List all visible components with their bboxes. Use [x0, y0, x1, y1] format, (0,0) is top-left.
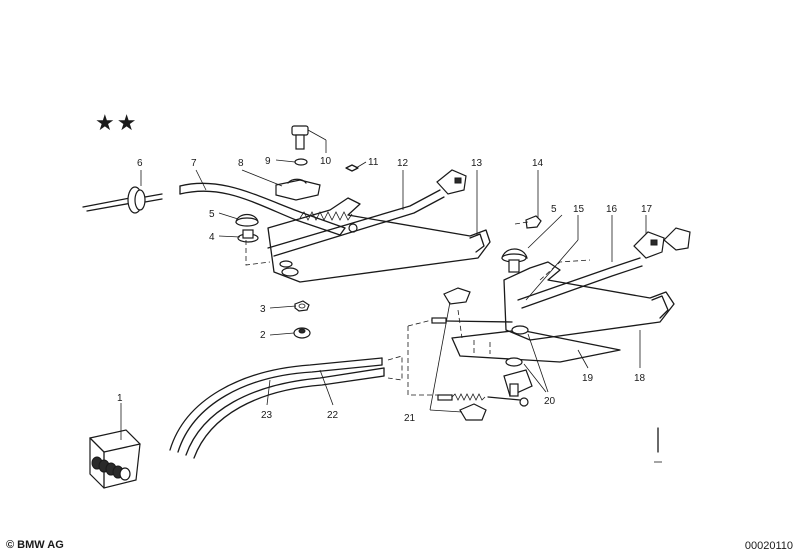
part-22-cable-inner — [185, 367, 385, 459]
label-5-right: 5 — [551, 204, 557, 215]
part-21-cable-rod-lower — [437, 393, 529, 421]
part-9-washer — [294, 158, 308, 166]
label-2: 2 — [260, 330, 266, 341]
label-7: 7 — [191, 158, 197, 169]
part-2-bushing — [293, 327, 311, 339]
label-10: 10 — [320, 156, 332, 167]
label-14: 14 — [532, 158, 544, 169]
label-5-left: 5 — [209, 209, 215, 220]
leader-lines — [120, 129, 647, 440]
part-17-cable-end-right — [663, 227, 691, 251]
part-23-cable-outer — [169, 357, 383, 453]
part-21-cable-rod-upper — [431, 287, 513, 324]
diagram-reference-number: 00020110 — [744, 540, 793, 552]
part-5-knob-left — [235, 213, 259, 227]
label-15: 15 — [573, 204, 585, 215]
copyright-notice: © BMW AG — [6, 539, 64, 551]
label-17: 17 — [641, 204, 653, 215]
part-18-lever-plate — [503, 261, 675, 341]
small-mark — [654, 427, 662, 463]
label-19: 19 — [582, 373, 594, 384]
label-9: 9 — [265, 156, 271, 167]
part-16-lever-rod — [517, 231, 665, 309]
part-13-lever-plate — [267, 197, 491, 283]
part-6-grommet — [82, 186, 163, 214]
label-3: 3 — [260, 304, 266, 315]
part-11-clip — [345, 164, 359, 172]
part-3-nut — [294, 300, 310, 312]
label-12: 12 — [397, 158, 409, 169]
label-22: 22 — [327, 410, 339, 421]
label-4: 4 — [209, 232, 215, 243]
label-1: 1 — [117, 393, 123, 404]
label-11: 11 — [368, 157, 379, 168]
part-1-connector — [89, 429, 141, 489]
part-12-lever-rod — [267, 169, 467, 257]
label-23: 23 — [261, 410, 273, 421]
label-13: 13 — [471, 158, 483, 169]
label-20: 20 — [544, 396, 556, 407]
label-6: 6 — [137, 158, 143, 169]
part-8-clamp — [275, 178, 321, 201]
part-4-pin-left — [237, 229, 259, 243]
label-18: 18 — [634, 373, 646, 384]
part-number-labels: 1 2 3 4 5 5 6 7 8 9 10 11 12 13 14 15 16… — [117, 156, 653, 424]
label-16: 16 — [606, 204, 618, 215]
label-21: 21 — [404, 413, 416, 424]
part-14-screw — [514, 215, 542, 229]
part-5-knob-right — [501, 248, 528, 273]
part-20-washers — [503, 325, 533, 397]
part-10-bolt — [291, 125, 309, 150]
part-19-link-plate — [451, 329, 621, 363]
double-star-mark: ★★ — [95, 110, 139, 135]
label-8: 8 — [238, 158, 244, 169]
